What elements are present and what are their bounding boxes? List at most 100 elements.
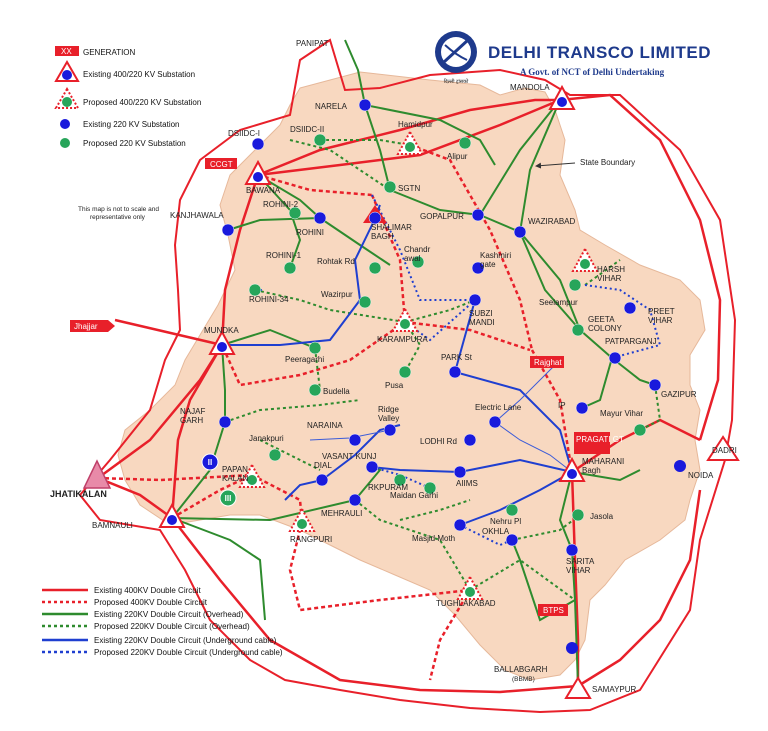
substation[interactable]: Janakpuri — [249, 434, 284, 462]
substation-label: VASANT KUNJ — [322, 452, 376, 461]
substation-220kv-marker — [313, 211, 327, 225]
substation-220kv-marker — [623, 301, 637, 315]
substation-220kv-marker — [358, 295, 372, 309]
substation[interactable]: Hamidpur — [396, 120, 433, 155]
substation-label: GAZIPUR — [661, 390, 697, 399]
substation-label: gate — [480, 260, 496, 269]
substation[interactable]: LODHI Rd — [420, 433, 477, 447]
substation[interactable]: IP — [558, 401, 589, 415]
substation[interactable]: Budella — [308, 383, 350, 397]
substation-label: OKHLA — [482, 527, 510, 536]
substation[interactable]: NARELA — [315, 98, 372, 112]
substation[interactable]: Rohtak Rd — [317, 257, 382, 275]
substation[interactable]: GAZIPUR — [648, 378, 697, 399]
substation-label: MUNDKA — [204, 326, 239, 335]
substation-220kv-marker — [288, 206, 302, 220]
substation-label: Ridge — [378, 405, 399, 414]
substation[interactable]: DIAL — [314, 461, 332, 487]
substation[interactable]: AIIMS — [453, 465, 478, 488]
substation[interactable]: Jasola — [571, 508, 614, 522]
substation[interactable]: KARAMPURA — [377, 306, 428, 344]
substation[interactable]: Wazirpur — [321, 290, 372, 309]
tag-pragati-gt: PRAGATI GT — [576, 435, 624, 444]
substation-220kv-marker — [423, 481, 437, 495]
substation-label: IP — [558, 401, 566, 410]
substation-220kv-marker — [458, 136, 472, 150]
substation[interactable]: Masjid Moth — [412, 518, 467, 543]
substation-220kv-marker — [365, 460, 379, 474]
substation[interactable]: DSIIDC-I — [228, 129, 265, 151]
substation[interactable]: RANGPURI — [288, 506, 332, 544]
tag-rajghat: Rajghat — [534, 358, 562, 367]
substation[interactable]: PARK St — [441, 353, 473, 379]
label-samaypur: SAMAYPUR — [592, 685, 637, 694]
label-dadri: DADRI — [712, 446, 737, 455]
substation[interactable]: ROHINI-34 — [248, 283, 289, 304]
substation-220kv-marker — [411, 255, 425, 269]
substation-label: RANGPURI — [290, 535, 332, 544]
substation-label: LODHI Rd — [420, 437, 457, 446]
substation[interactable]: GOPALPUR — [420, 208, 485, 222]
substation-220kv-marker — [505, 503, 519, 517]
substation[interactable]: VASANT KUNJ — [322, 452, 379, 474]
substation[interactable]: ROHINI — [296, 211, 327, 237]
substation-label: NAJAF — [180, 407, 205, 416]
substation[interactable]: PATPARGANJ — [605, 337, 657, 365]
substation-label: DIAL — [314, 461, 332, 470]
substation[interactable]: BAMNAULI — [92, 502, 186, 530]
substation-220kv-marker — [348, 493, 362, 507]
substation[interactable]: NARAINA — [307, 421, 362, 447]
substation-label: ROHINI-2 — [263, 200, 299, 209]
substation-220kv-marker — [448, 365, 462, 379]
label-panipat: PANIPAT — [296, 39, 329, 48]
substation[interactable]: TUGHLAKABAD — [436, 574, 496, 608]
substation[interactable]: OKHLA — [482, 527, 519, 547]
substation-label: Jasola — [590, 512, 614, 521]
line-legend-label: Existing 400KV Double Circuit — [94, 586, 201, 595]
substation[interactable]: ROHINI-1 — [266, 251, 302, 275]
substation[interactable]: RKPURAM — [368, 473, 408, 492]
substation[interactable]: Electric Lane — [475, 403, 522, 429]
substation-220kv-marker — [383, 180, 397, 194]
substation[interactable]: Pusa — [385, 365, 412, 390]
substation-dot — [167, 515, 177, 525]
substation[interactable]: SGTN — [383, 180, 420, 194]
substation[interactable]: Peeragarhi — [285, 341, 324, 364]
substation[interactable]: Nehru Pl — [490, 503, 521, 526]
substation[interactable]: BAWANA — [244, 159, 281, 195]
substation-label: Wazirpur — [321, 290, 353, 299]
substation[interactable]: MANDOLA — [510, 83, 576, 110]
line-legend-label: Proposed 220KV Double Circuit (Undergrou… — [94, 648, 283, 657]
substation[interactable]: Alipur — [447, 136, 472, 161]
substation[interactable]: MEHRAULI — [321, 493, 362, 518]
substation-label: DSIIDC-I — [228, 129, 260, 138]
substation[interactable]: Mayur Vihar — [600, 409, 647, 437]
lines-220kv-overhead-proposed — [224, 139, 662, 601]
substation[interactable]: DSIIDC-II — [290, 125, 327, 147]
substation[interactable]: Seelampur — [539, 278, 582, 307]
substation[interactable]: Maidan Garhi — [390, 481, 438, 500]
substation-label: Valley — [378, 414, 399, 423]
substation-dot — [247, 475, 257, 485]
substation-220kv-marker — [348, 433, 362, 447]
substation[interactable]: ROHINI-2 — [263, 200, 302, 220]
substation-label: PARK St — [441, 353, 473, 362]
substation-220kv-marker — [575, 401, 589, 415]
substation[interactable]: MUNDKA — [204, 326, 239, 355]
substation[interactable]: WAZIRABAD — [513, 217, 575, 239]
substation[interactable]: KANJHAWALA — [170, 211, 235, 237]
state-boundary — [78, 38, 737, 714]
